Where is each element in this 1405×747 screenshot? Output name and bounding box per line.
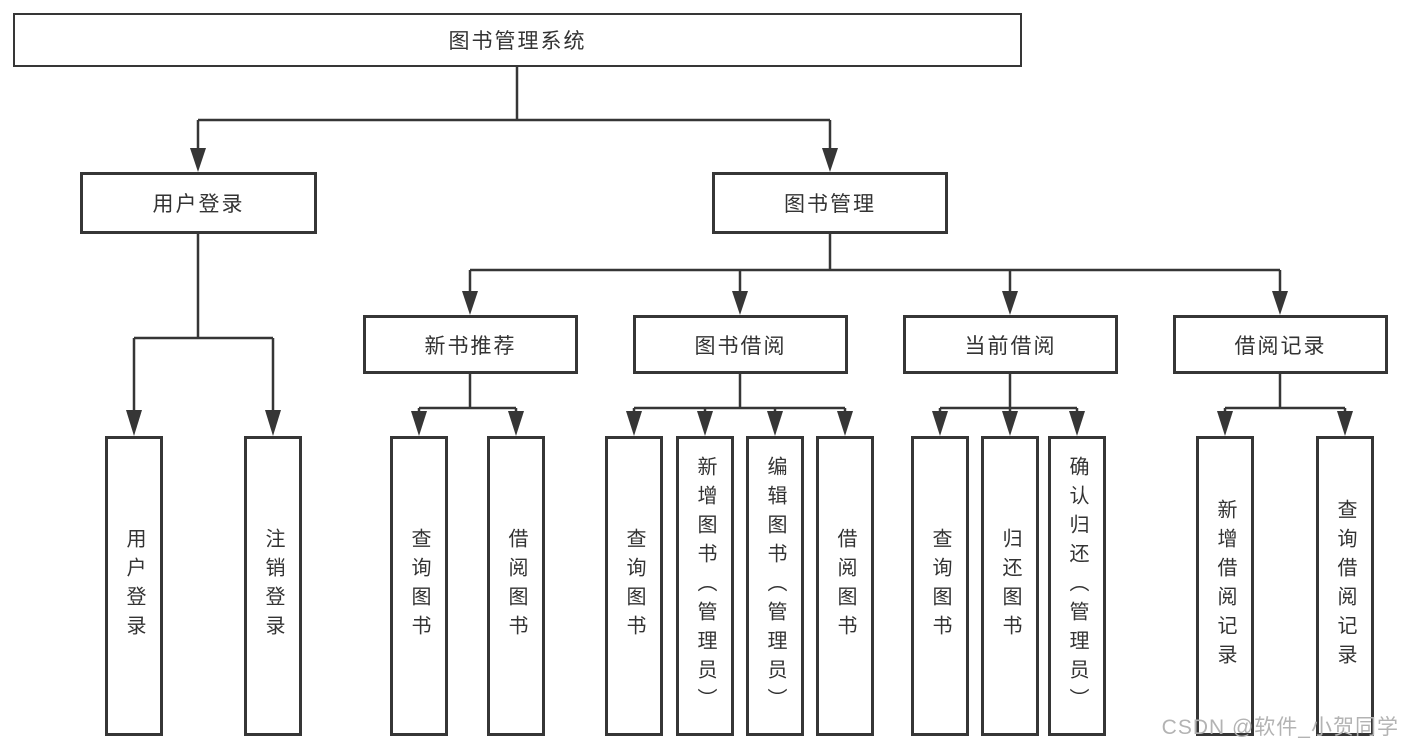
node-book-borrowing-label: 图书借阅: [694, 334, 787, 358]
node-user-login-label: 用户登录: [152, 193, 245, 216]
leaf-current-query-books-label: 查询图书: [929, 528, 951, 644]
leaf-query-borrow-record: 查询借阅记录: [1316, 436, 1374, 736]
node-root-label: 图书管理系统: [448, 30, 587, 53]
node-current-borrowing: 当前借阅: [903, 315, 1118, 374]
leaf-edit-books-admin-label: 编辑图书（管理员）: [764, 455, 786, 717]
node-borrowing-records: 借阅记录: [1173, 315, 1388, 374]
leaf-query-borrow-record-label: 查询借阅记录: [1334, 499, 1356, 673]
leaf-add-books-admin-label: 新增图书（管理员）: [694, 455, 716, 717]
leaf-add-books-admin: 新增图书（管理员）: [676, 436, 734, 736]
leaf-current-query-books: 查询图书: [911, 436, 969, 736]
leaf-user-login: 用户登录: [105, 436, 163, 736]
leaf-borrowing-query-books-label: 查询图书: [623, 528, 645, 644]
leaf-logout: 注销登录: [244, 436, 302, 736]
leaf-borrowing-borrow-books-label: 借阅图书: [834, 528, 856, 644]
leaf-borrowing-query-books: 查询图书: [605, 436, 663, 736]
arrowheads: [126, 148, 1353, 436]
leaf-recommend-borrow-books-label: 借阅图书: [505, 528, 527, 644]
leaf-return-books: 归还图书: [981, 436, 1039, 736]
node-new-book-recommend: 新书推荐: [363, 315, 578, 374]
csdn-watermark: CSDN @软件_小贺同学: [1161, 716, 1399, 739]
leaf-recommend-query-books: 查询图书: [390, 436, 448, 736]
leaf-add-borrow-record-label: 新增借阅记录: [1214, 499, 1236, 673]
node-book-management-label: 图书管理: [784, 193, 876, 216]
leaf-add-borrow-record: 新增借阅记录: [1196, 436, 1254, 736]
node-book-management: 图书管理: [712, 172, 948, 234]
leaf-confirm-return-admin-label: 确认归还（管理员）: [1066, 455, 1088, 717]
leaf-borrowing-borrow-books: 借阅图书: [816, 436, 874, 736]
leaf-recommend-query-books-label: 查询图书: [408, 528, 430, 644]
leaf-user-login-label: 用户登录: [123, 528, 145, 644]
node-root: 图书管理系统: [13, 13, 1022, 67]
leaf-edit-books-admin: 编辑图书（管理员）: [746, 436, 804, 736]
node-new-book-recommend-label: 新书推荐: [424, 334, 517, 358]
leaf-logout-label: 注销登录: [262, 528, 284, 644]
leaf-return-books-label: 归还图书: [999, 528, 1021, 644]
node-borrowing-records-label: 借阅记录: [1234, 334, 1327, 358]
node-user-login: 用户登录: [80, 172, 317, 234]
leaf-confirm-return-admin: 确认归还（管理员）: [1048, 436, 1106, 736]
node-current-borrowing-label: 当前借阅: [964, 334, 1057, 358]
node-book-borrowing: 图书借阅: [633, 315, 848, 374]
leaf-recommend-borrow-books: 借阅图书: [487, 436, 545, 736]
